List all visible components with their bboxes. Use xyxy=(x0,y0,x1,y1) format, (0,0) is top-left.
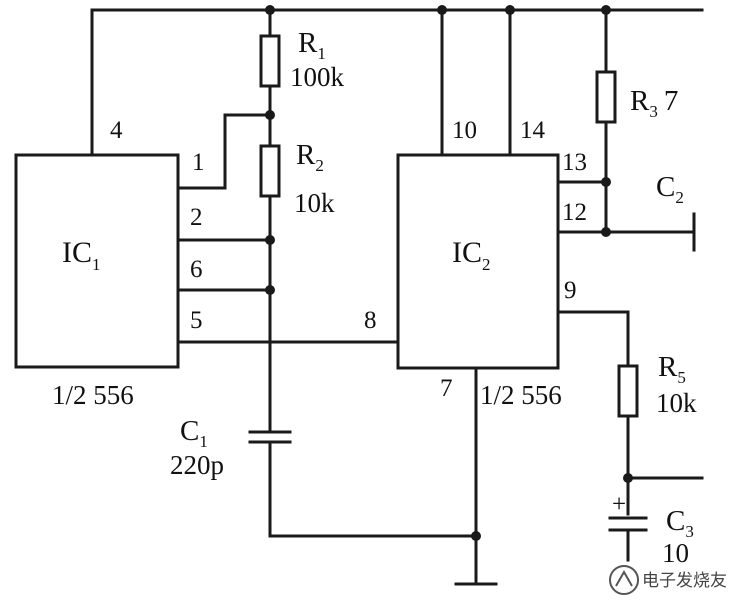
c3-polarity: + xyxy=(612,491,626,518)
ic1-pin-6: 6 xyxy=(190,256,203,283)
ic2-pin-14: 14 xyxy=(520,117,546,144)
junction-dot xyxy=(601,227,611,237)
wire-ic1-pin1 xyxy=(176,113,272,190)
ic1-pin-2: 2 xyxy=(190,204,203,231)
junction-dot xyxy=(265,5,275,15)
watermark-logo-icon xyxy=(609,565,639,595)
ic2-pin-13: 13 xyxy=(562,149,587,176)
ic2-part: 1/2 556 xyxy=(480,380,562,410)
junction-dots xyxy=(265,5,633,541)
r2-value: 10k xyxy=(294,188,335,218)
ic1-part: 1/2 556 xyxy=(52,380,134,410)
c1-label: C1 xyxy=(180,415,208,451)
wire-ic2-pin9 xyxy=(556,310,630,370)
ic2-pin-8: 8 xyxy=(364,307,377,334)
ic2-box xyxy=(396,153,560,370)
watermark-text: 电子发烧友 xyxy=(642,571,727,590)
junction-dot xyxy=(601,5,611,15)
c1-value: 220p xyxy=(170,450,224,480)
c3-value: 10 xyxy=(662,538,689,568)
ic2-pin-10: 10 xyxy=(452,117,477,144)
junction-dot xyxy=(623,473,633,483)
ic2-label: IC2 xyxy=(452,236,491,274)
r1-value: 100k xyxy=(290,62,345,92)
ic2-pin-7: 7 xyxy=(440,375,453,402)
r5-value: 10k xyxy=(656,388,697,418)
c3-label: C3 xyxy=(666,505,694,541)
junction-dot xyxy=(265,285,275,295)
resistor-r3 xyxy=(595,70,617,124)
ic1-pin-1: 1 xyxy=(192,149,205,176)
r2-label: R2 xyxy=(296,139,324,175)
junction-dot xyxy=(471,531,481,541)
ic1-box xyxy=(14,153,180,369)
ic2-pin-12: 12 xyxy=(562,199,587,226)
ic1-pin-4: 4 xyxy=(110,117,123,144)
ic1-label: IC1 xyxy=(62,236,101,274)
junction-dot xyxy=(265,110,275,120)
ic2-pin-9: 9 xyxy=(564,277,577,304)
watermark-logo-mark xyxy=(615,569,633,587)
c2-label: C2 xyxy=(656,171,684,207)
junction-dot xyxy=(505,5,515,15)
resistor-r1 xyxy=(259,34,281,88)
resistor-r5 xyxy=(617,364,639,418)
junction-dot xyxy=(265,235,275,245)
junction-dot xyxy=(437,5,447,15)
r5-label: R5 xyxy=(658,351,686,387)
ic1-pin-5: 5 xyxy=(190,307,203,334)
watermark: 电子发烧友 xyxy=(609,565,727,595)
r1-label: R1 xyxy=(298,27,326,63)
junction-dot xyxy=(601,177,611,187)
resistor-r2 xyxy=(259,144,281,198)
